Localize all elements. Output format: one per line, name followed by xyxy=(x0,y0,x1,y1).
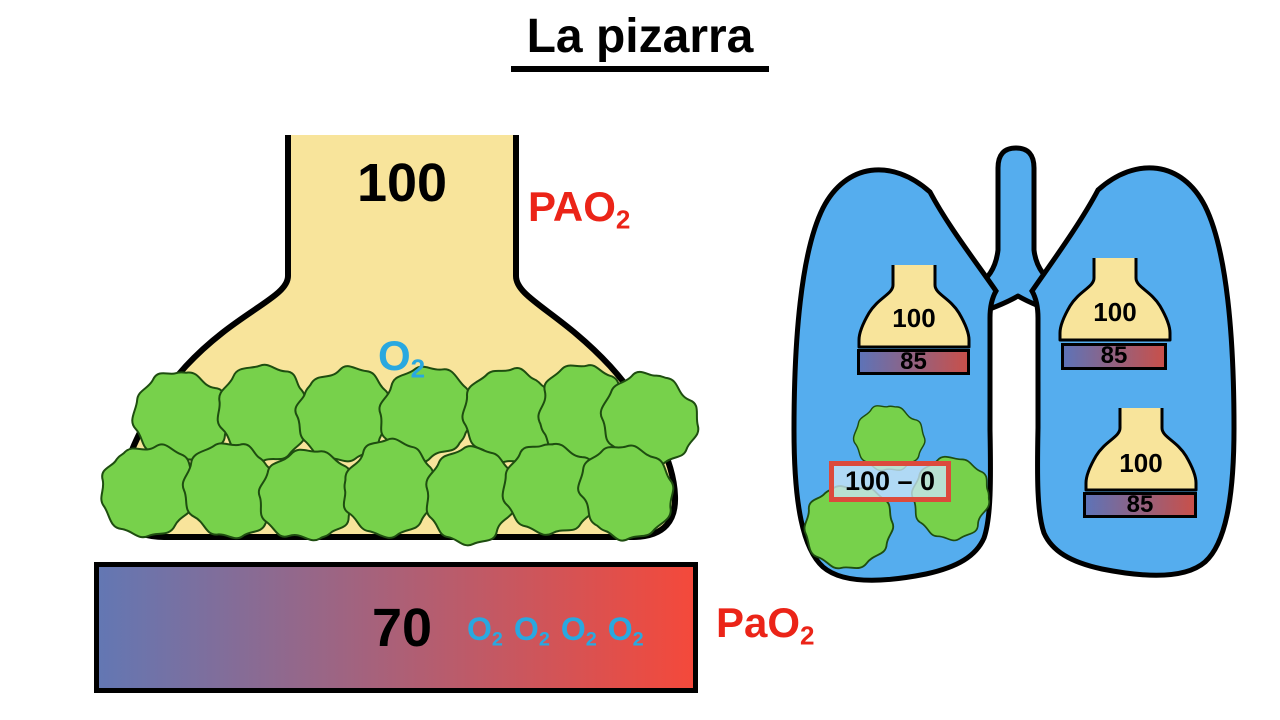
o2-molecule: O2 xyxy=(467,611,503,651)
page-title-wrap: La pizarra xyxy=(0,11,1280,73)
o2-label: O2 xyxy=(378,332,426,384)
page-title: La pizarra xyxy=(510,11,770,73)
capillary-bar-right-bottom: 85 xyxy=(1083,492,1197,518)
o2-molecule: O2 xyxy=(513,611,550,651)
alveolar-po2-value: 100 xyxy=(356,153,448,213)
capillary-bar-right-top: 85 xyxy=(1061,343,1167,370)
o2-molecule: O2 xyxy=(560,611,597,651)
shunt-value-box: 100 – 0 xyxy=(829,461,951,502)
alveolus-value-left: 100 xyxy=(892,303,936,333)
capillary-bar-left: 85 xyxy=(857,349,970,375)
alveolus-value-right-top: 100 xyxy=(1093,297,1137,327)
alveolar-po2-label: PAO2 xyxy=(528,183,631,235)
arterial-po2-label: PaO2 xyxy=(716,599,815,651)
o2-molecule: O2 xyxy=(607,611,644,651)
alveolus-value-right-bottom: 100 xyxy=(1119,448,1163,478)
arterial-po2-value: 70 xyxy=(371,598,433,658)
